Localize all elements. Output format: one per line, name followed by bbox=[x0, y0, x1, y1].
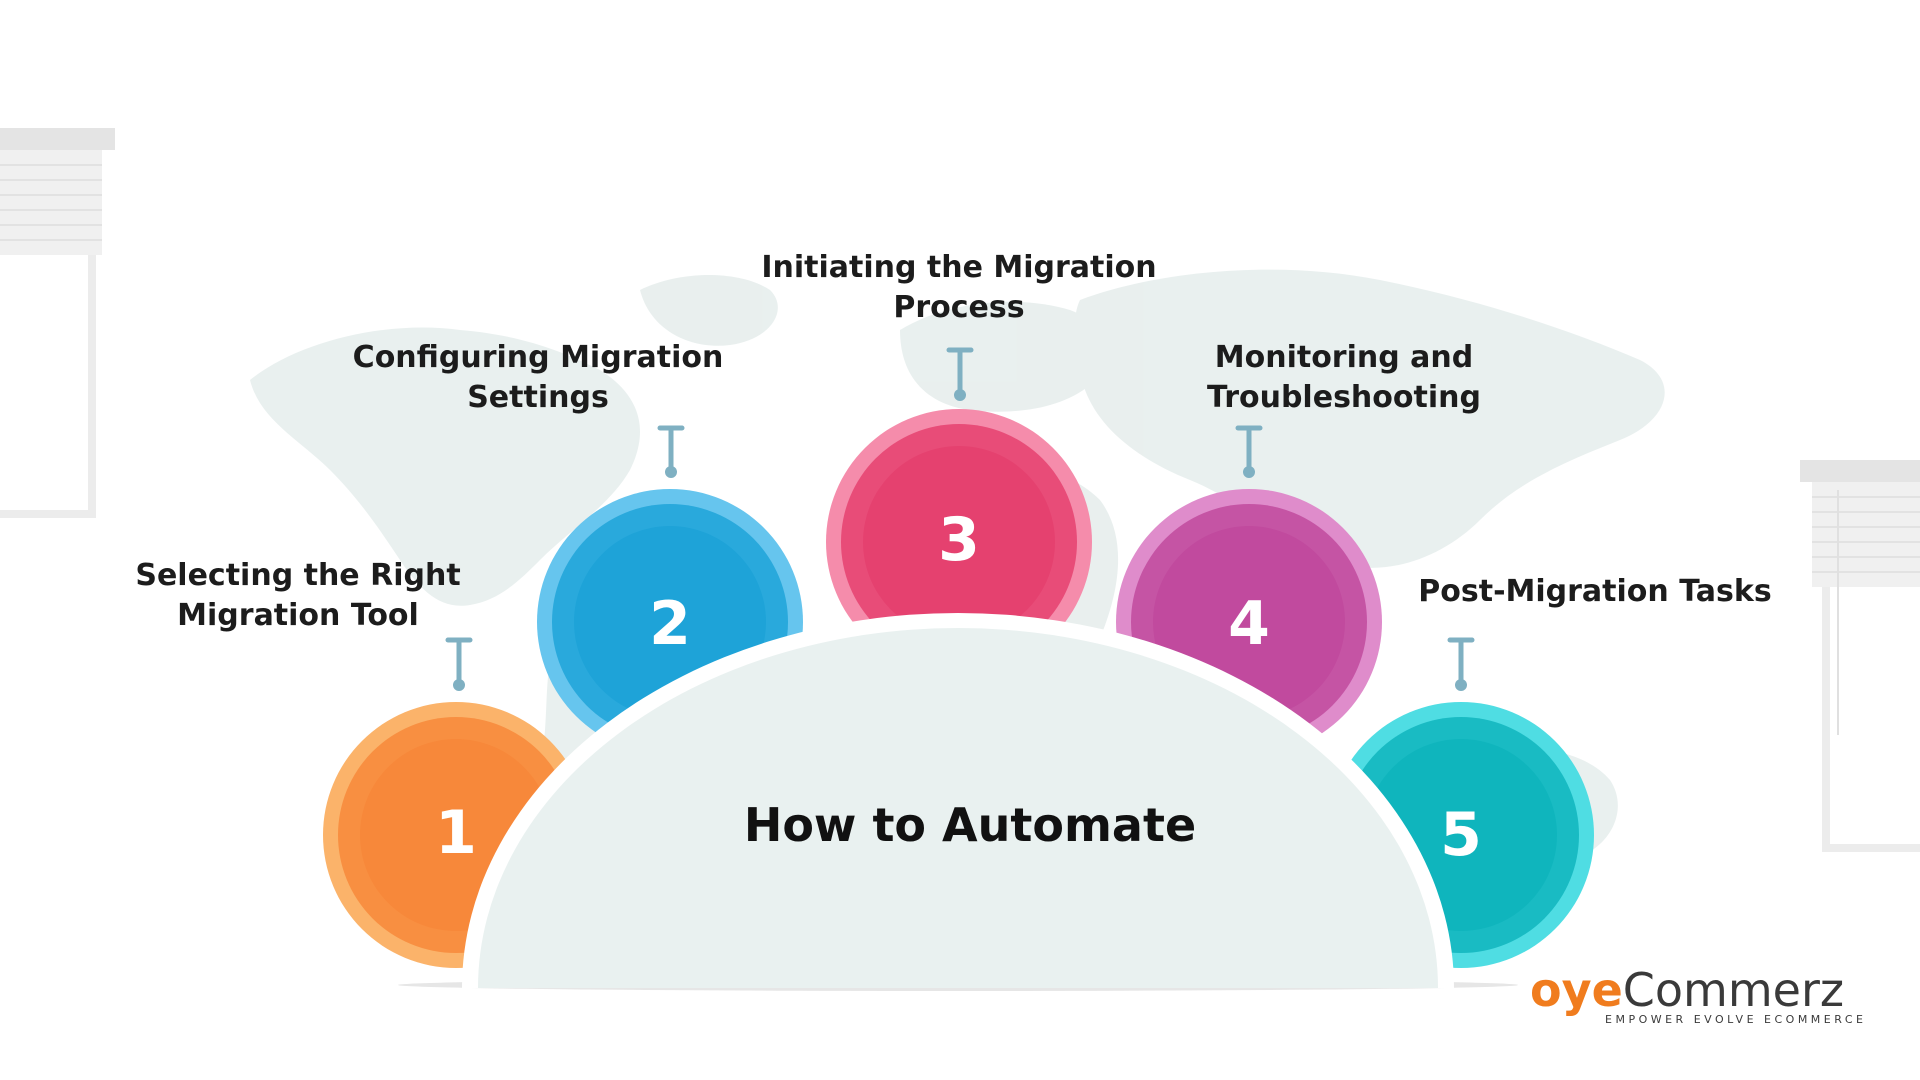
step-3-core bbox=[863, 446, 1055, 638]
step-5-label: Post-Migration Tasks bbox=[1418, 574, 1772, 609]
step-3-number: 3 bbox=[938, 505, 980, 575]
dome-fill bbox=[478, 628, 1438, 988]
logo-tagline: EMPOWER EVOLVE ECOMMERCE bbox=[1605, 1013, 1867, 1026]
logo-commerz: Commerz bbox=[1622, 963, 1845, 1017]
step-4-pin bbox=[1235, 425, 1263, 478]
step-circles bbox=[323, 409, 1594, 968]
step-1-number: 1 bbox=[435, 798, 477, 868]
map-continent-greenland bbox=[640, 275, 778, 346]
map-continent-europe bbox=[900, 301, 1108, 412]
step-2-pin bbox=[657, 425, 685, 478]
logo-wordmark: oyeCommerz bbox=[1530, 965, 1844, 1015]
step-3-label: Initiating the Migration Process bbox=[761, 250, 1157, 325]
step-4-number: 4 bbox=[1228, 589, 1270, 659]
left-window-decoration bbox=[0, 128, 115, 518]
step-2-label: Configuring Migration Settings bbox=[352, 340, 724, 415]
center-dome bbox=[398, 613, 1518, 991]
map-continent-north-america bbox=[250, 327, 640, 606]
step-3-circle bbox=[826, 409, 1092, 675]
step-2-number: 2 bbox=[649, 589, 691, 659]
step-3-pin bbox=[946, 347, 974, 401]
right-window-decoration bbox=[1800, 460, 1920, 852]
step-4-label: Monitoring and Troubleshooting bbox=[1207, 340, 1481, 415]
center-title: How to Automate bbox=[743, 798, 1197, 852]
step-5-pin bbox=[1447, 637, 1475, 691]
brand-logo: oyeCommerz EMPOWER EVOLVE ECOMMERCE bbox=[1530, 965, 1870, 1026]
step-1-pin bbox=[445, 637, 473, 691]
step-1-label: Selecting the Right Migration Tool bbox=[135, 558, 461, 633]
logo-oye: oye bbox=[1530, 963, 1623, 1017]
step-5-number: 5 bbox=[1440, 800, 1482, 870]
step-connectors bbox=[445, 347, 1475, 691]
